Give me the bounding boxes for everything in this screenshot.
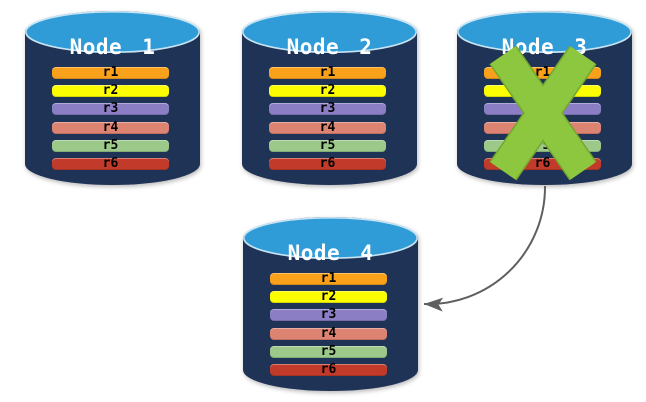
record-r5: r5 xyxy=(484,137,601,153)
record-r1: r1 xyxy=(269,65,386,80)
record-stack: r1 r2 r3 r4 r5 r6 xyxy=(243,217,418,391)
record-r3: r3 xyxy=(270,307,387,323)
record-label: r5 xyxy=(534,137,551,153)
record-label: r6 xyxy=(102,156,119,171)
record-r5: r5 xyxy=(52,137,169,153)
record-r2: r2 xyxy=(269,83,386,99)
record-r2: r2 xyxy=(270,289,387,305)
record-r2: r2 xyxy=(52,83,169,99)
record-stack: r1 r2 r3 r4 r5 r6 xyxy=(457,11,632,185)
record-stack: r1 r2 r3 r4 r5 r6 xyxy=(242,11,417,185)
record-label: r5 xyxy=(320,343,337,359)
record-label: r4 xyxy=(534,119,551,135)
record-r3: r3 xyxy=(52,101,169,117)
record-r2: r2 xyxy=(484,83,601,99)
record-label: r3 xyxy=(534,101,551,117)
record-r3: r3 xyxy=(269,101,386,117)
record-label: r2 xyxy=(102,83,119,99)
record-label: r3 xyxy=(319,101,336,117)
record-r4: r4 xyxy=(269,119,386,135)
record-label: r2 xyxy=(319,83,336,99)
record-r6: r6 xyxy=(52,156,169,171)
record-label: r4 xyxy=(320,325,337,341)
record-label: r1 xyxy=(320,271,337,286)
record-r4: r4 xyxy=(270,325,387,341)
record-label: r3 xyxy=(320,307,337,323)
record-label: r1 xyxy=(534,65,551,80)
record-r6: r6 xyxy=(270,362,387,377)
record-r5: r5 xyxy=(270,343,387,359)
record-r6: r6 xyxy=(269,156,386,171)
record-label: r5 xyxy=(102,137,119,153)
record-label: r3 xyxy=(102,101,119,117)
record-r4: r4 xyxy=(484,119,601,135)
record-r1: r1 xyxy=(484,65,601,80)
record-label: r4 xyxy=(102,119,119,135)
record-r1: r1 xyxy=(52,65,169,80)
record-r1: r1 xyxy=(270,271,387,286)
record-label: r1 xyxy=(102,65,119,80)
record-r6: r6 xyxy=(484,156,601,171)
record-r4: r4 xyxy=(52,119,169,135)
record-label: r2 xyxy=(320,289,337,305)
record-label: r6 xyxy=(320,362,337,377)
record-label: r1 xyxy=(319,65,336,80)
failover-arrow-path xyxy=(423,185,547,312)
record-label: r5 xyxy=(319,137,336,153)
record-r5: r5 xyxy=(269,137,386,153)
record-stack: r1 r2 r3 r4 r5 r6 xyxy=(25,11,200,185)
record-label: r4 xyxy=(319,119,336,135)
record-r3: r3 xyxy=(484,101,601,117)
record-label: r6 xyxy=(319,156,336,171)
record-label: r6 xyxy=(534,156,551,171)
record-label: r2 xyxy=(534,83,551,99)
